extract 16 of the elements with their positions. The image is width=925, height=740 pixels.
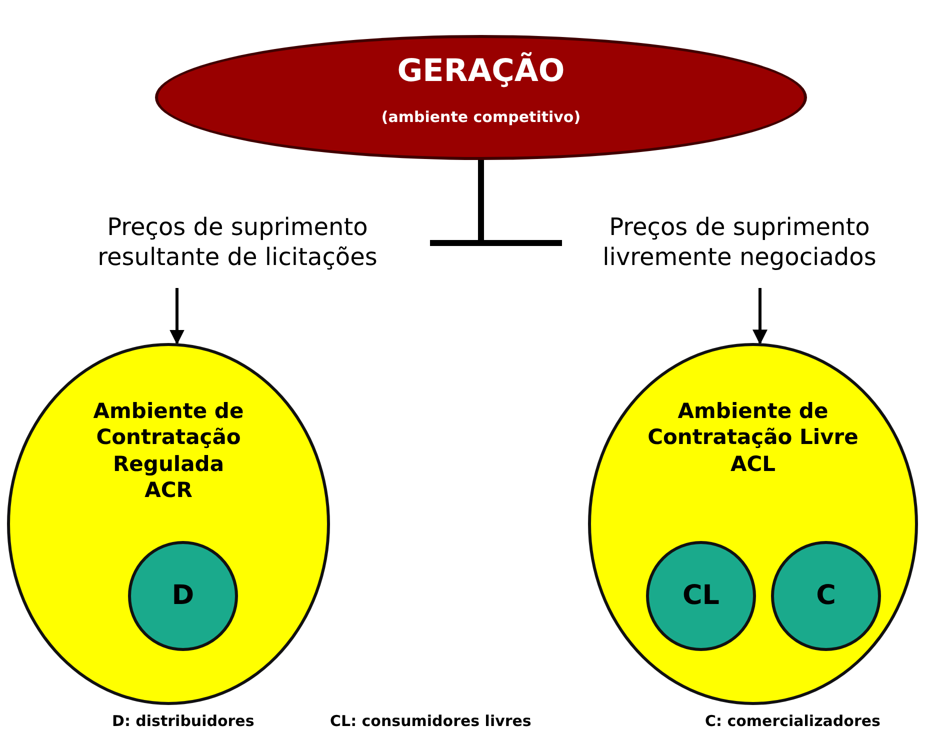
subtitle-text: (ambiente competitivo) [380, 108, 582, 127]
caption-text: Preços de suprimento resultante de licitações [96, 212, 378, 272]
label-text: Ambiente de Contratação Livre [646, 398, 860, 450]
caption-text: Preços de suprimento livremente negociados [602, 212, 878, 272]
acronym-text: ACL [729, 451, 777, 478]
title-text: GERAÇÃO [396, 52, 566, 91]
acronym-text: ACR [144, 477, 194, 504]
label-text: CL [681, 579, 721, 613]
label-text: D [170, 579, 196, 613]
label-text: C [815, 579, 837, 613]
label-text: Ambiente de Contratação Regulada [92, 398, 245, 477]
legend-note: C: comercializadores [705, 712, 880, 730]
legend-note: CL: consumidores livres [330, 712, 532, 730]
legend-note: D: distribuidores [112, 712, 254, 730]
arrow [752, 288, 768, 345]
arrow [170, 288, 184, 345]
